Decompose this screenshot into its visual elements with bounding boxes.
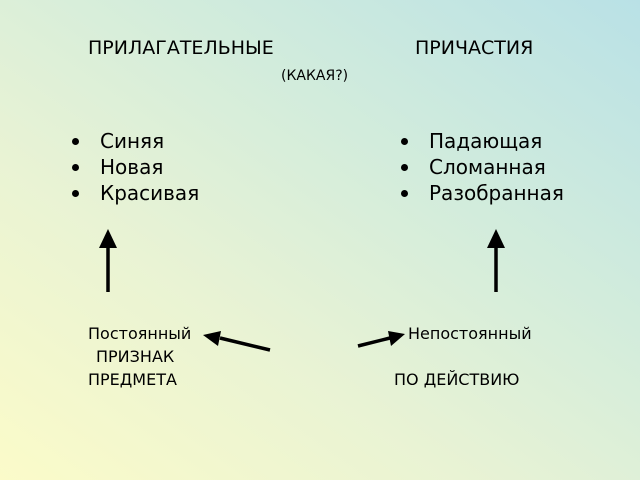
feature-label: ПРИЗНАК xyxy=(96,347,175,366)
diagonal-arrow-left xyxy=(203,331,271,352)
object-label: ПРЕДМЕТА xyxy=(88,370,177,389)
constant-label: Постоянный xyxy=(88,324,192,343)
heading-participles: ПРИЧАСТИЯ xyxy=(415,37,534,59)
list-item: Синяя xyxy=(72,128,199,154)
participle-list: Падающая Сломанная Разобранная xyxy=(401,128,564,206)
list-item: Сломанная xyxy=(401,154,564,180)
list-item: Разобранная xyxy=(401,180,564,206)
heading-adjectives: ПРИЛАГАТЕЛЬНЫЕ xyxy=(88,37,274,59)
diagonal-arrow-right xyxy=(357,331,405,348)
up-arrow-right xyxy=(487,229,505,292)
up-arrow-left xyxy=(99,229,117,292)
adjective-list: Синяя Новая Красивая xyxy=(72,128,199,206)
nonconstant-label: Непостоянный xyxy=(408,324,532,343)
list-item: Красивая xyxy=(72,180,199,206)
list-item: Падающая xyxy=(401,128,564,154)
question-label: (КАКАЯ?) xyxy=(281,68,349,84)
by-action-label: ПО ДЕЙСТВИЮ xyxy=(394,370,520,389)
list-item: Новая xyxy=(72,154,199,180)
